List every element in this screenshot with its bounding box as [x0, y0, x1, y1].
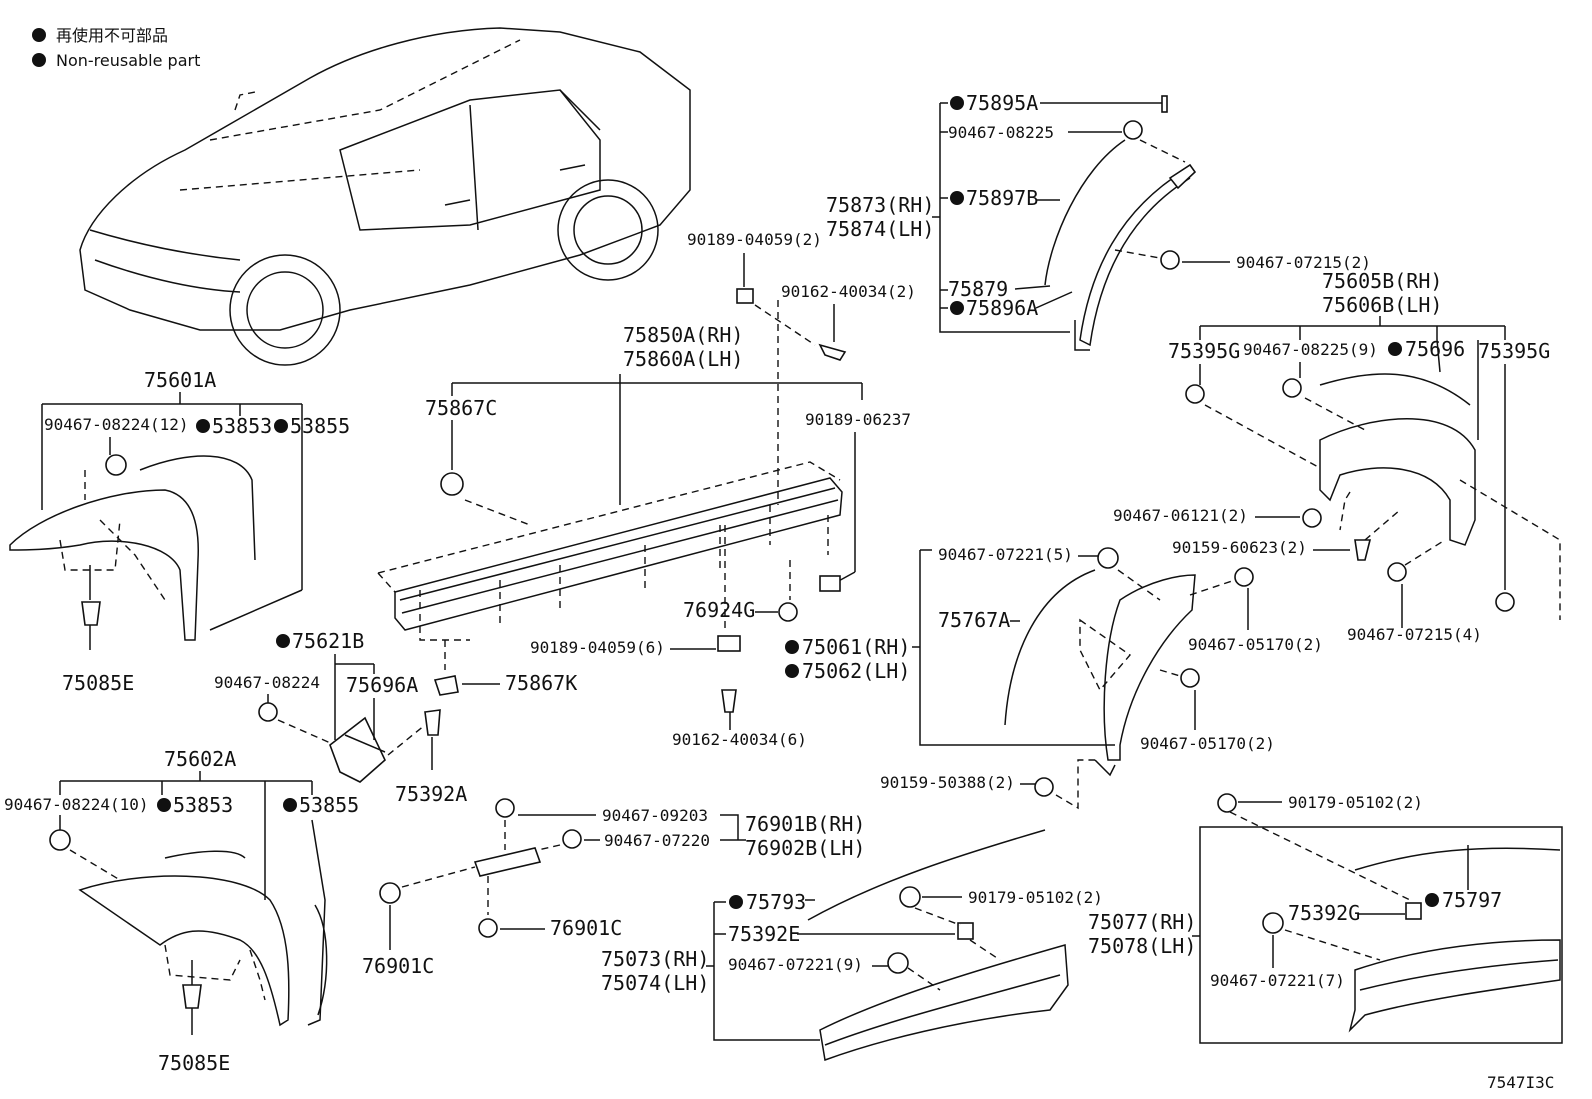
label-76901B: 76901B(RH) [745, 812, 865, 836]
label-75602A: 75602A [164, 747, 236, 771]
label-75085E-a: 75085E [62, 671, 134, 695]
label-75062: 75062(LH) [802, 659, 910, 683]
label-75797: 75797 [1442, 888, 1502, 912]
label-75897B: 75897B [966, 186, 1038, 210]
legend-jp: 再使用不可部品 [56, 26, 168, 45]
non-reusable-dot-icon [32, 28, 46, 42]
group-75601A: 75601A 90467-08224(12) 53853 53855 75085… [9, 368, 350, 695]
label-75392G: 75392G [1288, 901, 1360, 925]
label-75395G-a: 75395G [1168, 339, 1240, 363]
label-76924G: 76924G [683, 598, 755, 622]
label-90159-50388-2: 90159-50388(2) [880, 773, 1015, 792]
label-75860A: 75860A(LH) [623, 347, 743, 371]
group-75873: 75895A 90467-08225 75897B 75873(RH) 7587… [826, 91, 1371, 351]
label-90467-07215-4: 90467-07215(4) [1347, 625, 1482, 644]
group-76901B: 90467-09203 90467-07220 76901B(RH) 76902… [362, 798, 865, 978]
label-53853-b: 53853 [173, 793, 233, 817]
label-75074: 75074(LH) [601, 971, 709, 995]
label-90467-06121-2: 90467-06121(2) [1113, 506, 1248, 525]
label-90179-05102-a: 90179-05102(2) [968, 888, 1103, 907]
label-75879: 75879 [948, 277, 1008, 301]
label-90467-08224-12: 90467-08224(12) [44, 415, 189, 434]
group-75602A: 75602A 90467-08224(10) 53853 53855 75085… [4, 747, 359, 1075]
legend: 再使用不可部品 Non-reusable part [32, 26, 200, 70]
group-75077: 90179-05102(2) 75797 75392G 75077(RH) 75… [1088, 793, 1563, 1044]
label-90467-08224: 90467-08224 [214, 673, 320, 692]
label-75073: 75073(RH) [601, 947, 709, 971]
group-75621B: 75621B 90467-08224 75696A 75392A [214, 629, 467, 806]
label-90162-40034-2: 90162-40034(2) [781, 282, 916, 301]
label-90179-05102-b: 90179-05102(2) [1288, 793, 1423, 812]
label-75601A: 75601A [144, 368, 216, 392]
label-75085E-b: 75085E [158, 1051, 230, 1075]
group-75850A: 90189-04059(2) 90162-40034(2) 75850A(RH)… [377, 230, 916, 749]
label-53855-b: 53855 [299, 793, 359, 817]
label-75896A: 75896A [966, 296, 1038, 320]
label-75392A: 75392A [395, 782, 467, 806]
label-90467-05170-b: 90467-05170(2) [1140, 734, 1275, 753]
label-75395G-b: 75395G [1478, 339, 1550, 363]
label-76901C-a: 76901C [362, 954, 434, 978]
label-76902B: 76902B(LH) [745, 836, 865, 860]
label-90189-06237: 90189-06237 [805, 410, 911, 429]
label-90162-40034-6: 90162-40034(6) [672, 730, 807, 749]
non-reusable-dot-icon [32, 53, 46, 67]
label-75895A: 75895A [966, 91, 1038, 115]
label-90467-07221-7: 90467-07221(7) [1210, 971, 1345, 990]
label-90467-08225-9: 90467-08225(9) [1243, 340, 1378, 359]
group-75073: 75793 90179-05102(2) 75392E 75073(RH) 75… [601, 829, 1103, 1062]
label-75873: 75873(RH) [826, 193, 934, 217]
label-75078: 75078(LH) [1088, 934, 1196, 958]
vehicle-illustration [79, 27, 691, 366]
label-75621B: 75621B [292, 629, 364, 653]
label-75867C: 75867C [425, 396, 497, 420]
label-75867K: 75867K [505, 671, 577, 695]
label-90467-08224-10: 90467-08224(10) [4, 795, 149, 814]
label-75392E: 75392E [728, 922, 800, 946]
label-90467-08225: 90467-08225 [948, 123, 1054, 142]
label-90467-05170-a: 90467-05170(2) [1188, 635, 1323, 654]
figure-id: 7547I3C [1487, 1073, 1554, 1092]
label-90467-07220: 90467-07220 [604, 831, 710, 850]
label-75696A: 75696A [346, 673, 418, 697]
label-75874: 75874(LH) [826, 217, 934, 241]
label-53855-a: 53855 [290, 414, 350, 438]
label-75606B: 75606B(LH) [1322, 293, 1442, 317]
label-90189-04059-6: 90189-04059(6) [530, 638, 665, 657]
label-75605B: 75605B(RH) [1322, 269, 1442, 293]
label-90467-07215-2: 90467-07215(2) [1236, 253, 1371, 272]
label-90467-09203: 90467-09203 [602, 806, 708, 825]
label-75061: 75061(RH) [802, 635, 910, 659]
legend-en: Non-reusable part [56, 51, 200, 70]
label-75793: 75793 [746, 890, 806, 914]
label-75850A: 75850A(RH) [623, 323, 743, 347]
label-75767A: 75767A [938, 608, 1010, 632]
label-90159-60623-2: 90159-60623(2) [1172, 538, 1307, 557]
group-75605B: 75605B(RH) 75606B(LH) 75395G 90467-08225… [1113, 269, 1561, 644]
group-75767A: 90467-07221(5) 75767A 90467-05170(2) 904… [880, 545, 1323, 810]
label-90189-04059-2: 90189-04059(2) [687, 230, 822, 249]
label-53853-a: 53853 [212, 414, 272, 438]
label-75696: 75696 [1405, 337, 1465, 361]
label-76901C-b: 76901C [550, 916, 622, 940]
label-90467-07221-9: 90467-07221(9) [728, 955, 863, 974]
label-75077: 75077(RH) [1088, 910, 1196, 934]
label-90467-07221-5: 90467-07221(5) [938, 545, 1073, 564]
